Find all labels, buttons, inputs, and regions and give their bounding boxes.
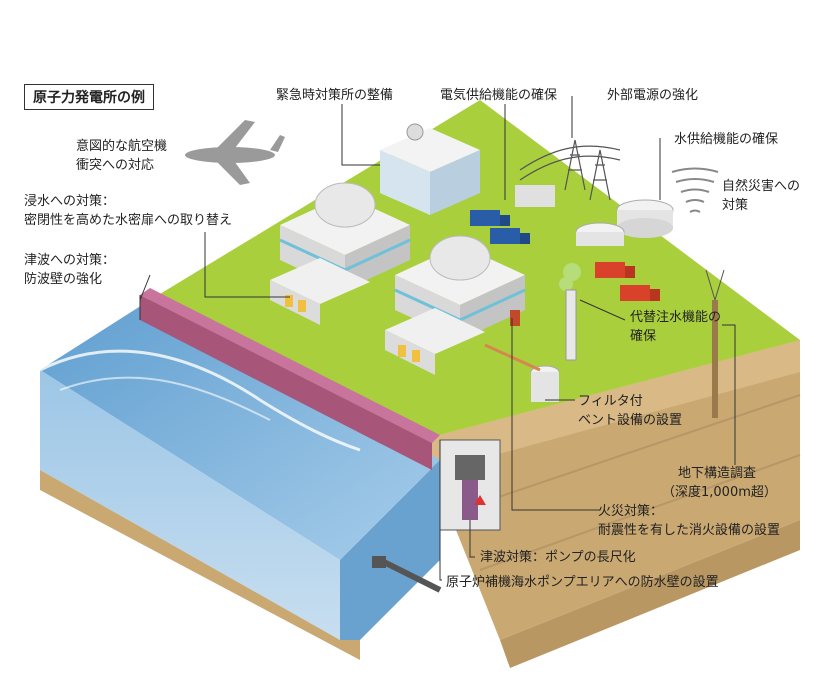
label-alt-injection-2: 確保 xyxy=(630,329,657,344)
pump-pit xyxy=(372,439,501,593)
label-flooding-1: 浸水への対策： xyxy=(24,194,116,209)
borehole xyxy=(705,269,725,418)
label-aircraft-2: 衝突への対応 xyxy=(76,158,155,173)
diagram-title: 原子力発電所の例 xyxy=(24,84,154,110)
aircraft-icon xyxy=(185,120,285,185)
leader-lines xyxy=(139,96,736,581)
label-tsunami-wall-1: 津波への対策： xyxy=(24,253,116,268)
vent-stack xyxy=(484,263,581,402)
label-external-power: 外部電源の強化 xyxy=(607,88,699,103)
label-seawater-pump-wall: 原子炉補機海水ポンプエリアへの防水壁の設置 xyxy=(446,575,719,590)
label-alt-injection-1: 代替注水機能の xyxy=(630,310,722,325)
power-trucks xyxy=(470,185,555,244)
reactor-building-1 xyxy=(270,182,411,325)
label-filter-vent-2: ベント設備の設置 xyxy=(578,413,683,428)
label-tsunami-pump: 津波対策：ポンプの長尺化 xyxy=(480,550,636,565)
label-tsunami-wall-2: 防波壁の強化 xyxy=(24,272,103,287)
label-fire-2: 耐震性を有した消火設備の設置 xyxy=(598,523,781,538)
emergency-office xyxy=(380,123,480,215)
sea xyxy=(39,300,440,660)
tornado-icon xyxy=(671,167,719,213)
label-water-supply: 水供給機能の確保 xyxy=(674,132,779,147)
label-aircraft-1: 意図的な航空機 xyxy=(76,139,168,154)
reactor-building-2 xyxy=(385,235,526,375)
label-emergency-office: 緊急時対策所の整備 xyxy=(276,88,394,103)
water-tanks xyxy=(575,199,674,246)
label-power-supply: 電気供給機能の確保 xyxy=(440,88,558,103)
label-natural-disaster-1: 自然災害への xyxy=(722,179,801,194)
label-flooding-2: 密閉性を高めた水密扉への取り替え xyxy=(24,213,233,228)
label-natural-disaster-2: 対策 xyxy=(722,198,749,213)
label-fire-1: 火災対策： xyxy=(598,504,664,519)
label-underground-1: 地下構造調査 xyxy=(678,466,757,481)
label-underground-2: （深度1,000m超） xyxy=(662,485,777,500)
power-pylons xyxy=(519,139,621,201)
fire-trucks xyxy=(595,262,660,301)
label-filter-vent-1: フィルタ付 xyxy=(578,394,643,409)
